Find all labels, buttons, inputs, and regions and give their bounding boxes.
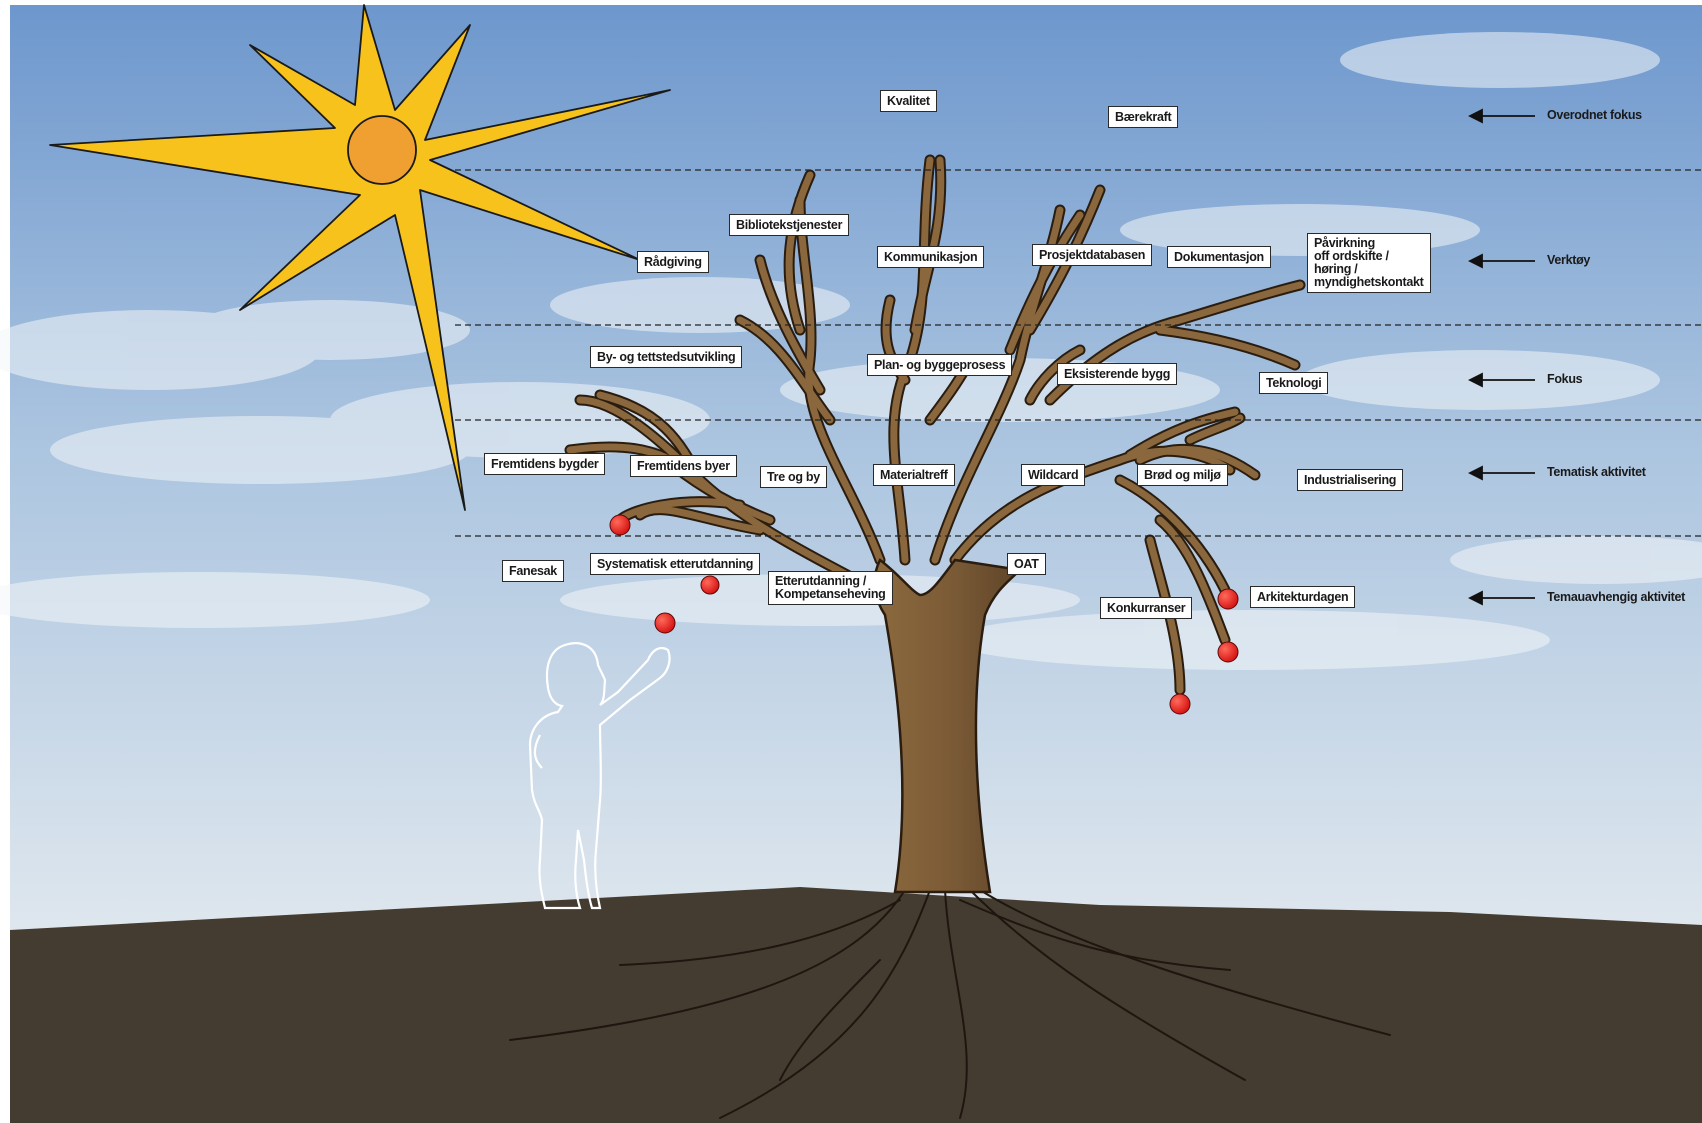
ground bbox=[10, 887, 1702, 1123]
node-pavirkning: Påvirkning off ordskifte / høring / mynd… bbox=[1307, 233, 1431, 293]
tree-trunk bbox=[873, 558, 1023, 894]
node-industrialisering: Industrialisering bbox=[1297, 469, 1404, 491]
sun-core bbox=[347, 115, 417, 185]
node-tre-og-by: Tre og by bbox=[760, 466, 827, 488]
node-baerekraft: Bærekraft bbox=[1108, 106, 1179, 128]
node-wildcard: Wildcard bbox=[1021, 464, 1086, 486]
level-label-temauavhengig: Temauavhengig aktivitet bbox=[1547, 590, 1686, 604]
node-fremtidens-bygder: Fremtidens bygder bbox=[484, 453, 606, 475]
node-bibliotekstjenester: Bibliotekstjenester bbox=[729, 214, 850, 236]
node-by-og-tettstedsutvikling: By- og tettstedsutvikling bbox=[590, 346, 743, 368]
node-kvalitet: Kvalitet bbox=[880, 90, 937, 112]
node-brod-og-miljo: Brød og miljø bbox=[1137, 464, 1228, 486]
node-plan-og-byggeprosess: Plan- og byggeprosess bbox=[867, 354, 1013, 376]
child-figure bbox=[528, 642, 671, 910]
node-dokumentasjon: Dokumentasjon bbox=[1167, 246, 1271, 268]
level-label-overordnet: Overodnet fokus bbox=[1547, 108, 1642, 122]
sun bbox=[49, 4, 671, 511]
node-prosjektdatabasen: Prosjektdatabasen bbox=[1032, 244, 1153, 266]
node-arkitekturdagen: Arkitekturdagen bbox=[1250, 586, 1356, 608]
level-label-fokus: Fokus bbox=[1547, 372, 1583, 386]
roots bbox=[509, 889, 1391, 1119]
node-radgiving: Rådgiving bbox=[637, 251, 709, 273]
node-teknologi: Teknologi bbox=[1259, 372, 1329, 394]
node-fremtidens-byer: Fremtidens byer bbox=[630, 455, 737, 477]
node-konkurranser: Konkurranser bbox=[1100, 597, 1193, 619]
level-label-verktoy: Verktøy bbox=[1547, 253, 1591, 267]
node-materialtreff: Materialtreff bbox=[873, 464, 955, 486]
sun-rays bbox=[49, 4, 671, 511]
node-oat: OAT bbox=[1007, 553, 1046, 575]
apples bbox=[609, 514, 1239, 715]
node-eksisterende-bygg: Eksisterende bygg bbox=[1057, 363, 1178, 385]
node-etterutdanning: Etterutdanning / Kompetanseheving bbox=[768, 571, 893, 605]
node-kommunikasjon: Kommunikasjon bbox=[877, 246, 985, 268]
level-label-tematisk: Tematisk aktivitet bbox=[1547, 465, 1646, 479]
level-separators bbox=[455, 169, 1702, 537]
level-arrows bbox=[1467, 108, 1535, 606]
node-systematisk-etterutdanning: Systematisk etterutdanning bbox=[590, 553, 761, 575]
node-fanesak: Fanesak bbox=[502, 560, 564, 582]
